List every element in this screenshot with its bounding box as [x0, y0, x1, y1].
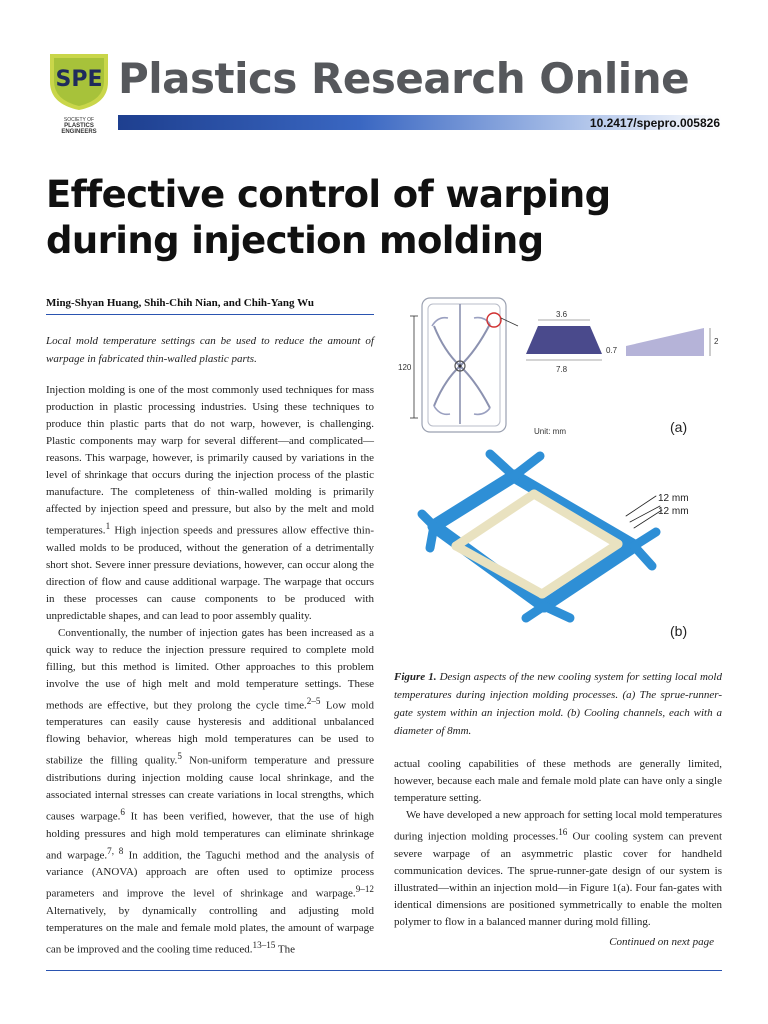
citation: 6 [120, 806, 125, 817]
article-title: Effective control of warping during inje… [46, 173, 611, 262]
citation: 13–15 [252, 939, 276, 950]
citation: 2–5 [306, 695, 321, 706]
right-column: actual cooling capabilities of these met… [394, 756, 722, 931]
dimension-3-6: 3.6 [556, 310, 568, 319]
citation: 5 [177, 751, 182, 762]
footer-divider [46, 970, 722, 971]
citation: 16 [558, 827, 568, 837]
article-summary: Local mold temperature settings can be u… [46, 335, 374, 365]
caption-text: Design aspects of the new cooling system… [394, 671, 722, 737]
citation: 1 [105, 521, 111, 531]
spe-logo-icon: SPE [50, 54, 108, 110]
figure-caption: Figure 1. Design aspects of the new cool… [394, 668, 722, 740]
caption-label: Figure 1. [394, 671, 437, 683]
header-band [118, 115, 722, 130]
channel-spacing-2: 12 mm [658, 506, 689, 517]
publication-title: Plastics Research Online [118, 54, 690, 103]
society-line-2: PLASTICS ENGINEERS [61, 123, 97, 135]
channel-spacing-1: 12 mm [658, 493, 689, 504]
continued-note: Continued on next page [609, 936, 714, 948]
author-divider [46, 314, 374, 315]
citation: 9–12 [355, 884, 374, 895]
mold-diagram [410, 297, 519, 433]
doi: 10.2417/spepro.005826 [589, 116, 720, 130]
paragraph-3: actual cooling capabilities of these met… [394, 758, 722, 804]
label-b: (b) [670, 623, 687, 639]
gate-cross-section-icon [526, 326, 602, 354]
dimension-2: 2 [714, 337, 719, 346]
gate-side-profile-icon [626, 328, 704, 356]
society-name: SOCIETY OF PLASTICS ENGINEERS [46, 117, 112, 135]
paragraph-2: Conventionally, the number of injection … [46, 626, 374, 956]
cooling-channels [417, 449, 663, 623]
left-column: Injection molding is one of the most com… [46, 382, 374, 959]
authors: Ming-Shyan Huang, Shih-Chih Nian, and Ch… [46, 297, 314, 309]
paragraph-4: We have developed a new approach for set… [394, 809, 723, 928]
label-a: (a) [670, 419, 687, 435]
society-line-1: SOCIETY OF [63, 117, 95, 123]
dimension-7-8: 7.8 [556, 365, 568, 374]
figure-1: 120 3.6 7.8 2 0.7 Unit: mm (a) 12 mm 12 … [398, 297, 719, 639]
dimension-0-7: 0.7 [606, 346, 618, 355]
logo-text: SPE [56, 67, 103, 92]
dimension-120: 120 [398, 363, 412, 372]
paragraph-1: Injection molding is one of the most com… [46, 384, 374, 622]
citation: 7, 8 [107, 845, 124, 856]
unit-label: Unit: mm [534, 427, 566, 436]
